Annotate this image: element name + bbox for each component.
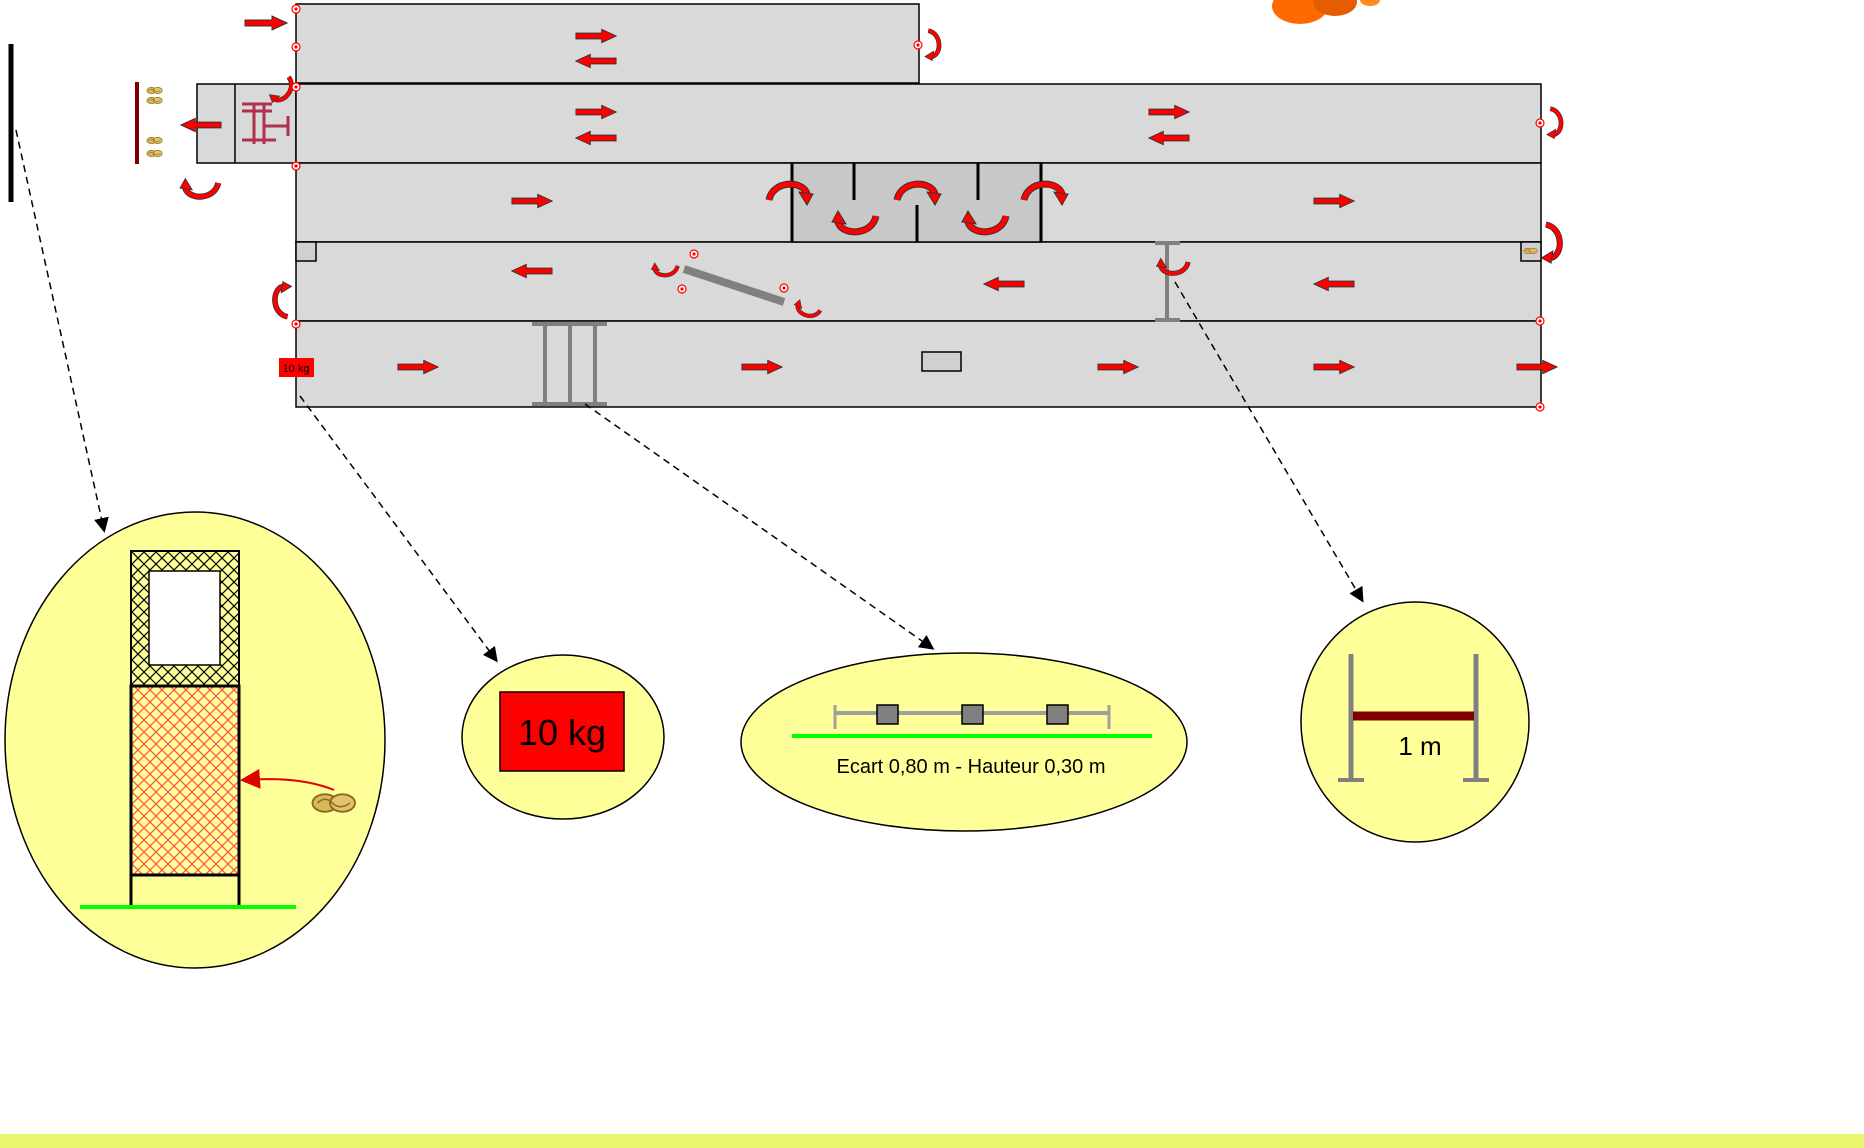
- balance-beam: [682, 265, 786, 306]
- high-bar-detail: 1 m: [1300, 601, 1530, 843]
- high-bar-label: 1 m: [1398, 731, 1441, 761]
- table-icon: [242, 102, 290, 144]
- lane-top: [295, 3, 920, 84]
- footer-band: [0, 1134, 1864, 1148]
- weight-detail: 10 kg: [461, 654, 665, 820]
- hurdles-caption: Ecart 0,80 m - Hauteur 0,30 m: [836, 756, 1105, 778]
- lane-2: [295, 83, 1542, 164]
- hurdles-obstacle: [532, 322, 607, 406]
- climbing-wall-detail: [4, 511, 386, 969]
- marker-square-left: [295, 241, 317, 262]
- chicane-obstacle: [790, 162, 1043, 243]
- box-obstacle: [921, 351, 962, 372]
- decorative-orange-shape: [1272, 0, 1380, 24]
- weight-marker-label: 10 kg: [283, 363, 310, 375]
- high-bar-obstacle: [1155, 241, 1180, 322]
- weight-marker: [279, 358, 314, 377]
- leader-lines: [15, 129, 1364, 663]
- weight-detail-label: 10 kg: [518, 712, 606, 753]
- hurdles-detail: Ecart 0,80 m - Hauteur 0,30 m: [740, 652, 1188, 832]
- lane-5: [295, 320, 1542, 408]
